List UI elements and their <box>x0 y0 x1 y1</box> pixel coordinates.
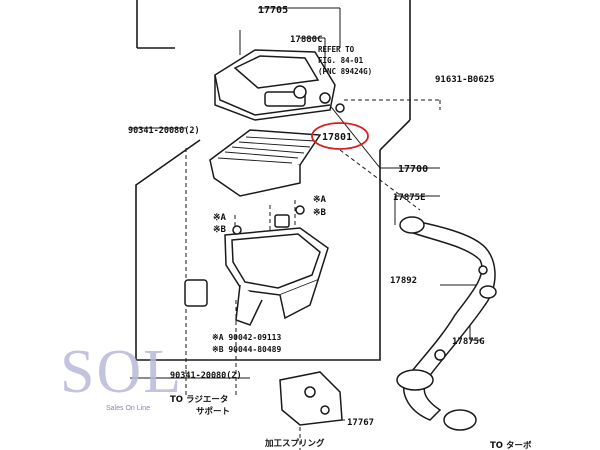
bracket <box>279 371 343 426</box>
label-bottom-jp: 加工スプリング <box>264 438 325 449</box>
label-17875g: 17875G <box>452 337 485 347</box>
label-17801: 17801 <box>322 132 352 143</box>
label-to-turbo: TO ターボ <box>490 440 532 450</box>
label-17705: 17705 <box>258 5 288 16</box>
label-91631: 91631-B0625 <box>435 75 495 85</box>
intake-hose <box>396 216 497 431</box>
label-star-b1: ※B <box>213 225 227 235</box>
label-17700: 17700 <box>398 164 428 175</box>
label-17767: 17767 <box>347 418 374 428</box>
label-refer-1: REFER TO <box>318 45 355 54</box>
label-17875e: 17875E <box>393 193 426 203</box>
highlight-ring <box>311 122 369 150</box>
logo-tagline: Sales On Line <box>106 405 150 412</box>
label-to-radiator-2: サポート <box>196 406 230 417</box>
label-note-a: ※A 90042-09113 <box>212 333 282 342</box>
label-17892: 17892 <box>390 276 417 286</box>
label-star-b2: ※B <box>313 208 327 218</box>
air-cleaner-case <box>184 205 329 326</box>
frame-lines <box>135 0 411 361</box>
label-star-a1: ※A <box>213 213 227 223</box>
label-star-a2: ※A <box>313 195 327 205</box>
sol-logo: SOL Sales On Line <box>60 338 183 412</box>
label-to-radiator-1: TO ラジエータ <box>170 394 228 405</box>
label-refer-3: (PNC 89424G) <box>318 67 372 76</box>
label-note-b: ※B 90044-80489 <box>212 345 282 354</box>
filter-element <box>208 129 322 197</box>
label-90341-bot: 90341-20080(2) <box>170 371 242 381</box>
label-17880c: 17880C <box>290 35 323 45</box>
label-refer-2: FIG. 84-01 <box>318 56 364 65</box>
label-90341-top: 90341-20080(2) <box>128 126 200 136</box>
air-cleaner-cap <box>214 49 345 121</box>
logo-text: SOL <box>60 338 183 406</box>
